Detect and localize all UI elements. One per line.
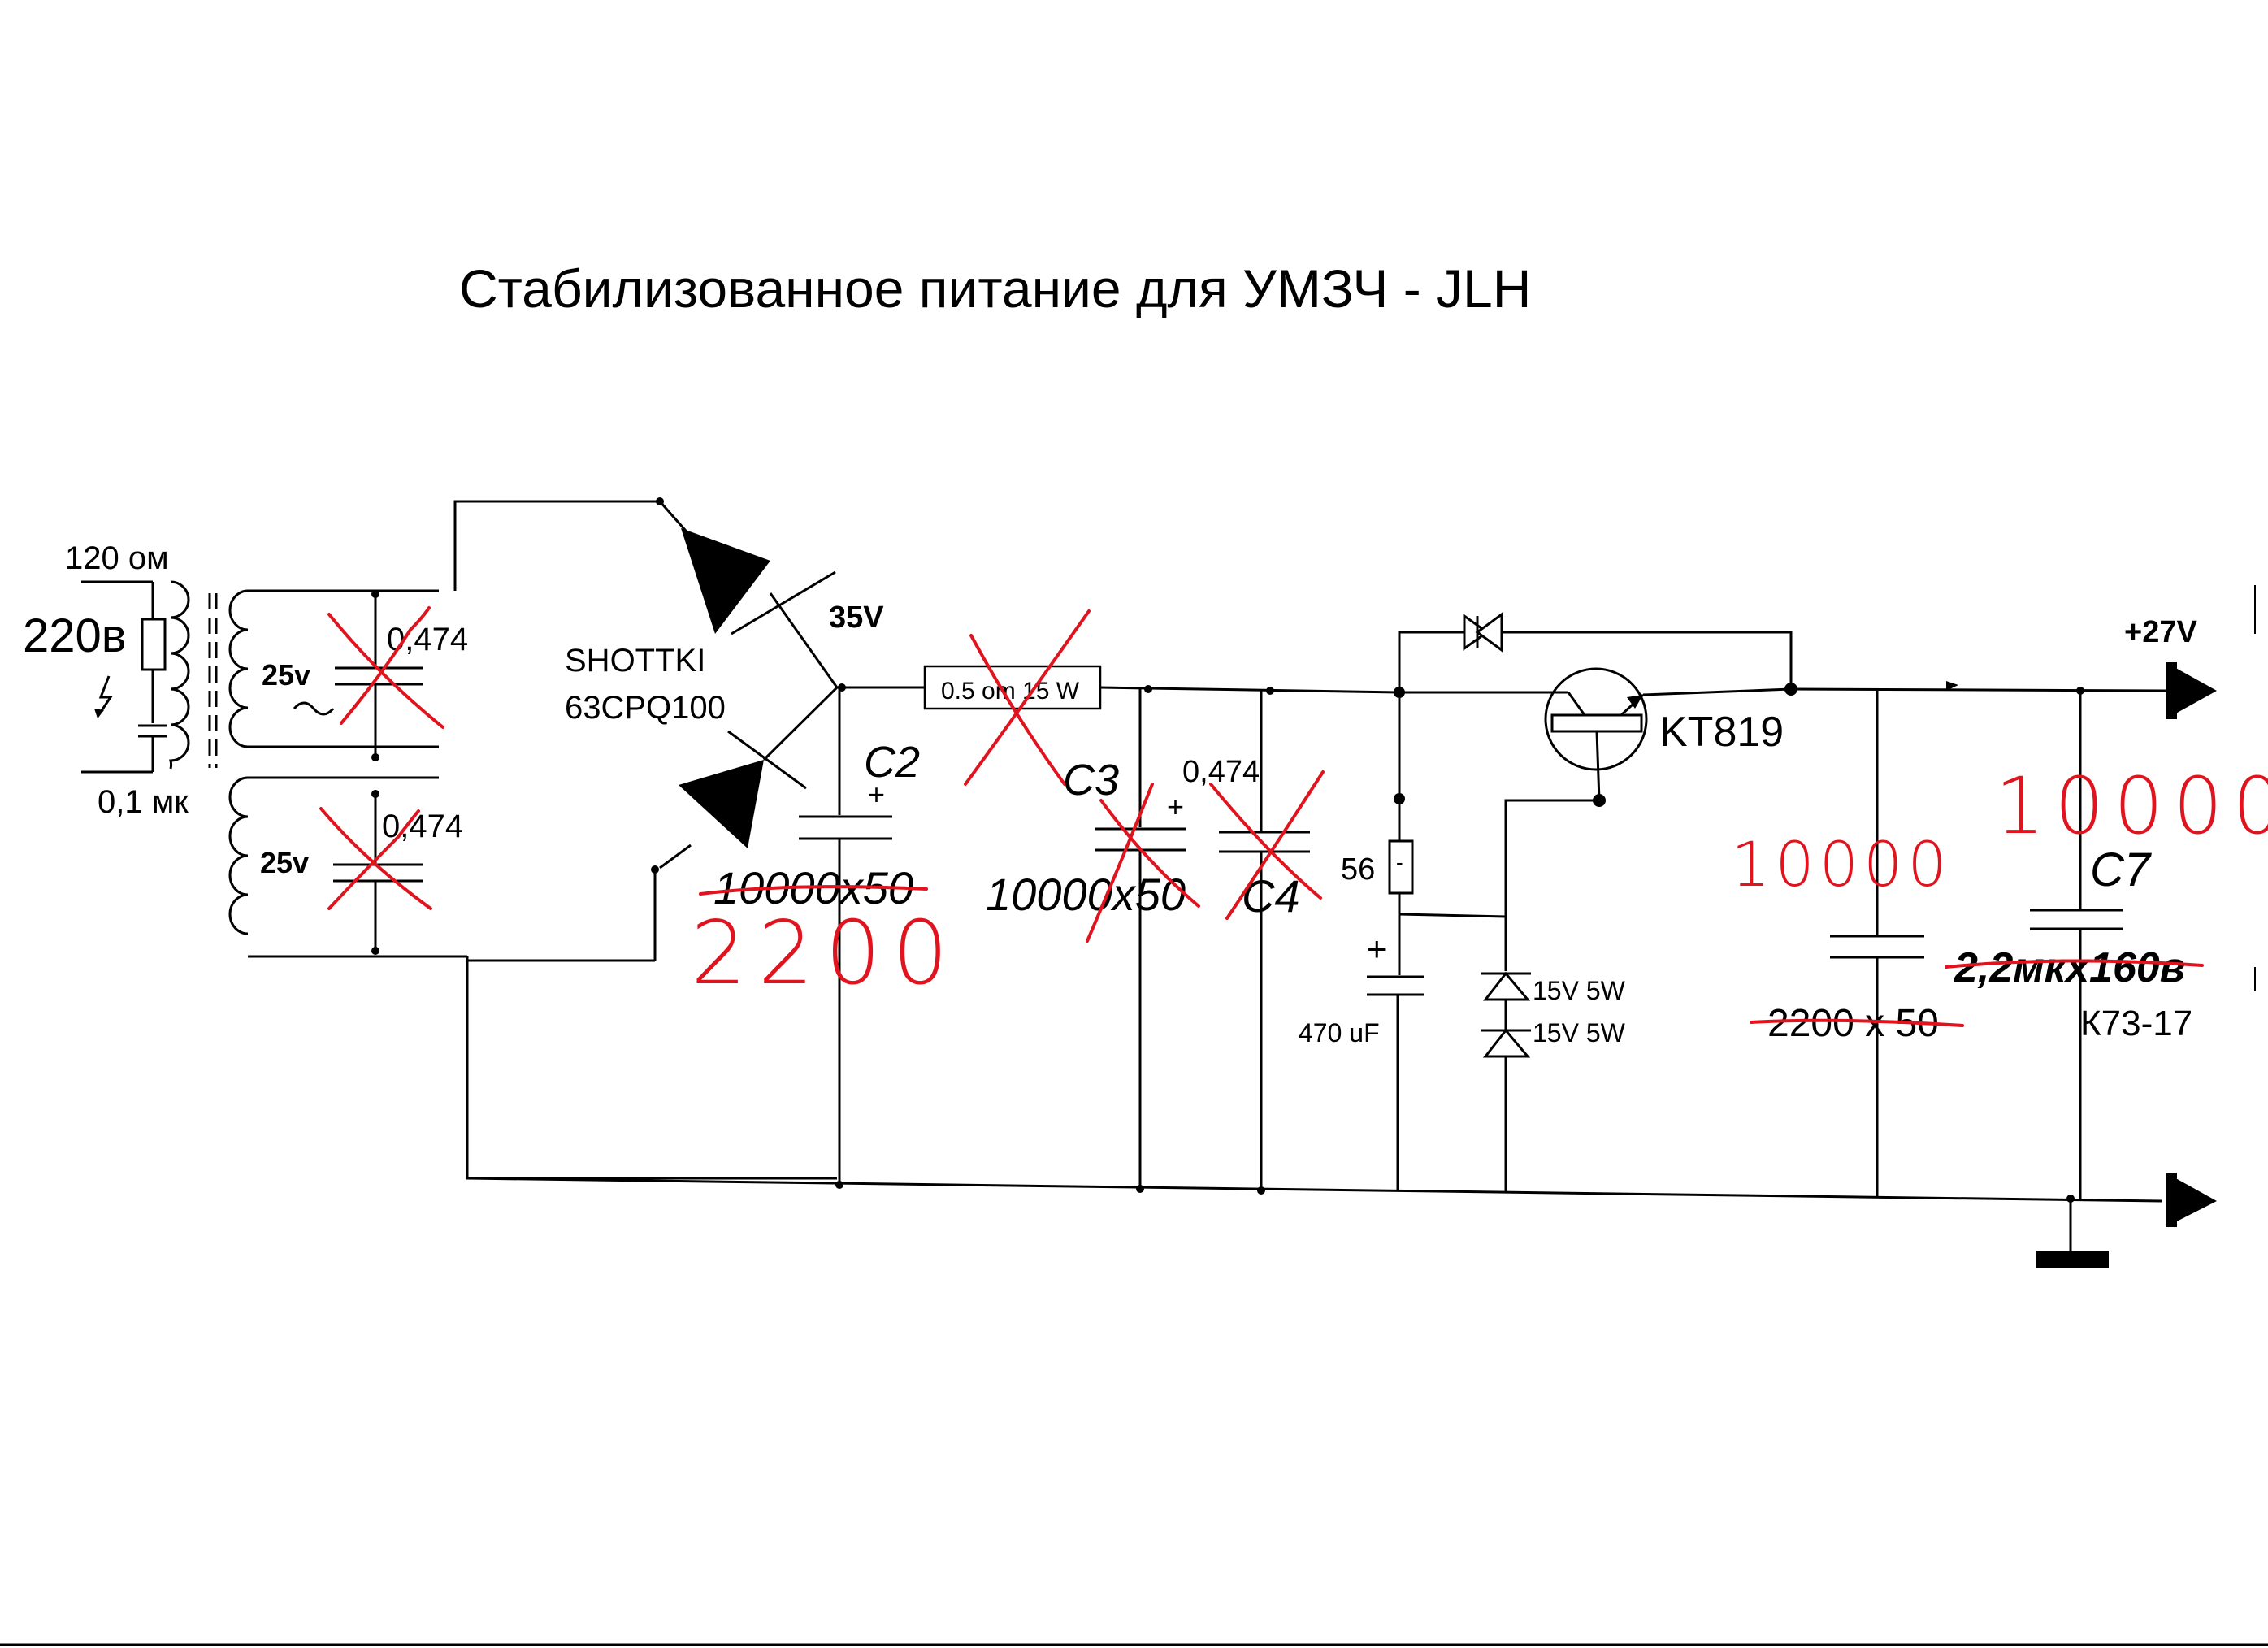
resistor-120-symbol [141, 618, 167, 671]
rectifier-voltage-label: 35V [829, 601, 884, 635]
diagram-title: Стабилизованное питание для УМЗЧ - JLH [459, 258, 1531, 319]
input-resistor-label: 120 ом [65, 540, 169, 576]
ground-output-arrow [2166, 1173, 2217, 1227]
positive-rail: 0.5 om 15 W [837, 609, 1405, 786]
positive-output-arrow [2166, 662, 2217, 719]
c7-type: К73-17 [2080, 1004, 2192, 1043]
c7-name: C7 [2090, 844, 2153, 896]
cap-top-winding: 0,474 [327, 590, 468, 761]
diode-top-symbol [681, 528, 770, 634]
c2-replacement: 2200 [691, 903, 960, 1004]
c7-replacement: 10000 [1995, 761, 2268, 852]
series-resistor-label: 0.5 om 15 W [941, 678, 1080, 705]
diode-bottom-symbol [679, 760, 764, 848]
rectifier-type-line2: 63CPQ100 [565, 690, 726, 726]
output-voltage-label: +27V [2124, 615, 2197, 649]
c3-name: C3 [1063, 756, 1119, 804]
input-voltage-label: 220в [23, 609, 127, 662]
series-resistor-symbol [923, 665, 1102, 710]
transistor-label: KT819 [1659, 709, 1784, 756]
resistor-56-label: 56 [1341, 852, 1375, 887]
capacitor-c4: 0,474 C4 [1182, 691, 1325, 1190]
svg-text:+: + [868, 778, 885, 811]
mains-input: 120 ом 220в 0,1 мк [23, 540, 189, 820]
zener1-symbol [1482, 971, 1531, 1001]
c2-name: C2 [864, 738, 920, 787]
rectifier-type-line1: SHOTTKI [565, 643, 705, 679]
zener2-label: 15V 5W [1533, 1018, 1626, 1047]
cap-bottom-winding: 0,474 [319, 790, 463, 955]
svg-text:-: - [1396, 850, 1403, 874]
ground-rail [466, 1173, 2217, 1268]
input-capacitor-label: 0,1 мк [98, 784, 189, 820]
zener1-label: 15V 5W [1533, 976, 1626, 1005]
c3-value: 10000x50 [986, 869, 1186, 920]
zener2-symbol [1482, 1028, 1531, 1058]
c4-value: 0,474 [1182, 755, 1260, 789]
transformer: 25v 25v [169, 580, 467, 958]
output-section: +27V 2200 x 50 10000 C7 2,2мкх160в К73-1… [1731, 615, 2268, 1199]
capacitor-c3: + C3 10000x50 [986, 689, 1200, 1189]
regulator: KT819 - 56 + 470 uF 15V 5W 15V 5W [1299, 612, 1797, 1191]
transistor-body [1544, 667, 1648, 771]
c7-value: 2,2мкх160в [1954, 944, 2185, 991]
svg-text:+: + [1367, 930, 1387, 968]
c-out-replacement: 10000 [1731, 828, 1952, 900]
resistor-56-symbol [1388, 839, 1414, 895]
winding-bottom-label: 25v [260, 846, 309, 879]
cap-top-value: 0,474 [387, 622, 468, 657]
rectifier: SHOTTKI 63CPQ100 35V [453, 497, 884, 1180]
c4-name: C4 [1242, 870, 1300, 922]
winding-top-label: 25v [262, 658, 310, 692]
ground-symbol [2036, 1251, 2109, 1268]
svg-text:+: + [1167, 790, 1184, 823]
cap-470-label: 470 uF [1299, 1018, 1380, 1047]
capacitor-c2: + C2 10000x50 2200 [691, 687, 960, 1185]
